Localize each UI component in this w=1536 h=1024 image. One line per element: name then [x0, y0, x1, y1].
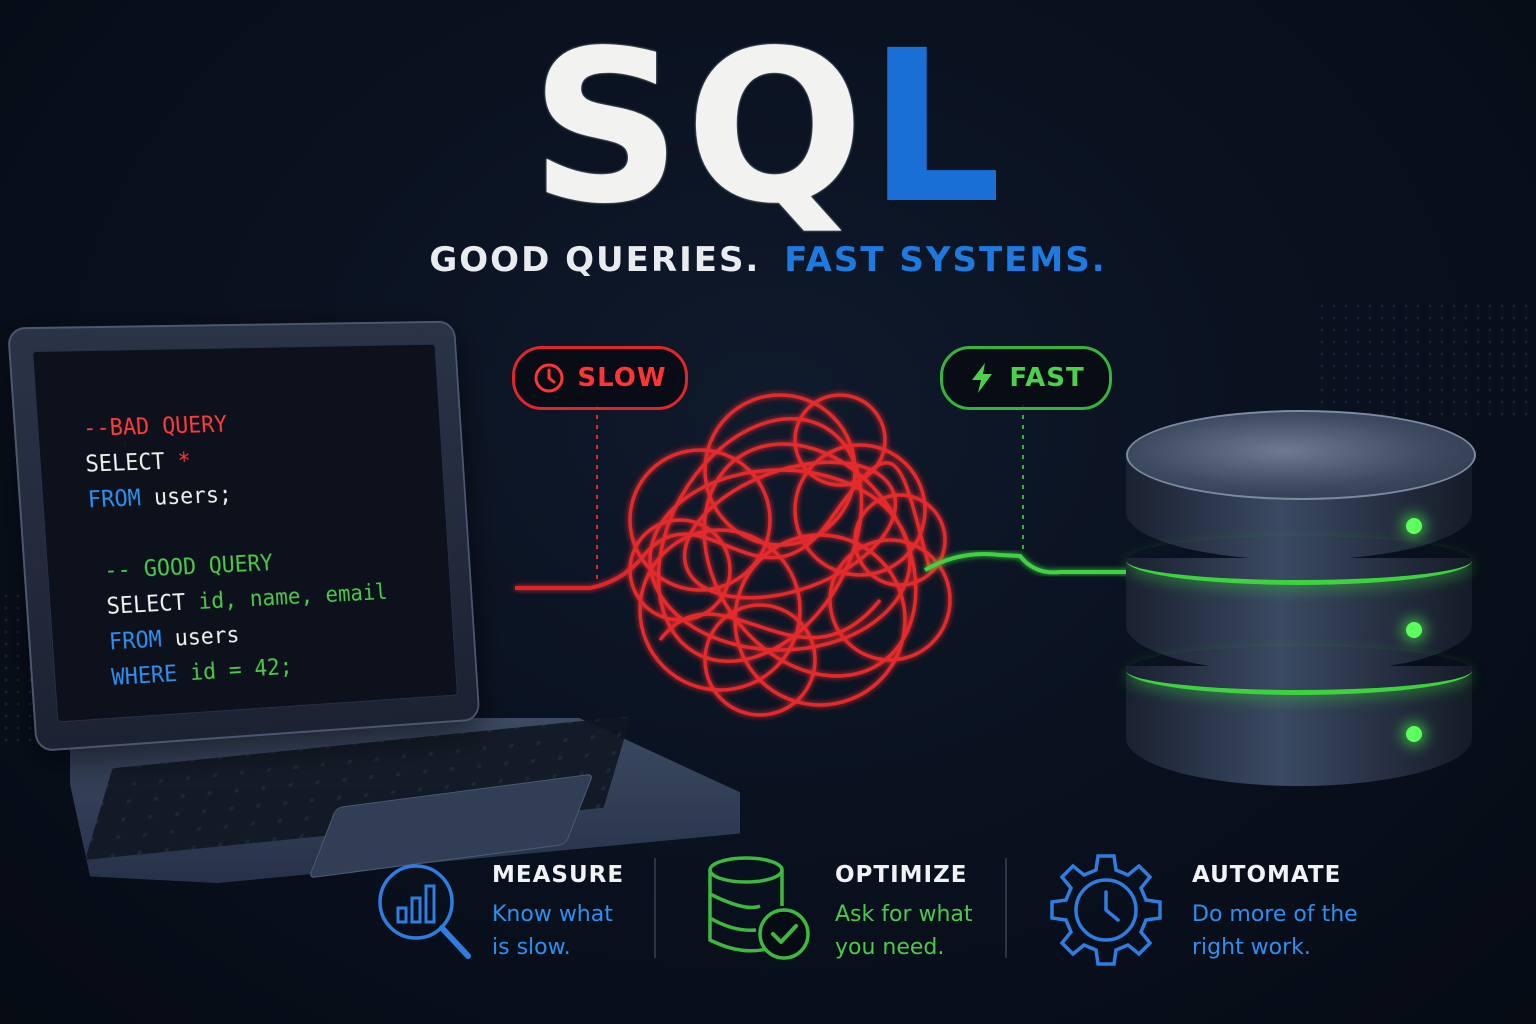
slow-badge: SLOW — [512, 346, 688, 410]
code-token: * — [176, 448, 192, 475]
tagline-fast-systems: FAST SYSTEMS. — [784, 240, 1107, 280]
title-l: L — [867, 5, 1006, 250]
status-led — [1406, 622, 1422, 638]
fast-connection-line — [924, 552, 1130, 575]
code-token — [89, 523, 104, 549]
divider — [1005, 858, 1007, 958]
code-token: users — [173, 622, 241, 652]
background-dots-right — [1316, 300, 1536, 420]
code-token: -- GOOD QUERY — [103, 550, 274, 585]
laptop-screen: --BAD QUERY SELECT * FROM users; -- GOOD Q… — [6, 320, 481, 752]
code-editor: --BAD QUERY SELECT * FROM users; -- GOOD Q… — [32, 343, 458, 723]
slow-connection-line — [515, 558, 642, 590]
feature-title: MEASURE — [492, 862, 625, 888]
code-token: WHERE — [110, 660, 191, 691]
code-token: SELECT — [84, 448, 179, 478]
sql-code-block: --BAD QUERY SELECT * FROM users; -- GOOD Q… — [82, 403, 393, 696]
page-title: SQL — [0, 23, 1536, 233]
code-token: id, name, email — [197, 579, 389, 615]
status-led — [1406, 726, 1422, 742]
magnify-chart-icon — [378, 864, 471, 959]
feature-automate: AUTOMATE Do more of the right work. — [1046, 852, 1386, 972]
tagline-good-queries: GOOD QUERIES. — [429, 240, 761, 280]
clock-icon — [534, 363, 564, 393]
title-sq: SQ — [530, 5, 868, 250]
feature-description: Know what is slow. — [492, 898, 692, 964]
fast-label: FAST — [1009, 363, 1085, 393]
feature-desc-line: right work. — [1192, 935, 1311, 960]
db-lid — [1126, 410, 1476, 500]
code-token: --BAD QUERY — [82, 412, 228, 442]
db-glow-ring — [1126, 646, 1472, 695]
feature-description: Do more of the right work. — [1192, 898, 1392, 964]
feature-title: AUTOMATE — [1192, 862, 1342, 888]
gear-clock-icon — [1050, 854, 1162, 966]
database-server-icon — [1126, 410, 1476, 800]
feature-desc-line: you need. — [835, 935, 945, 960]
lightning-icon — [972, 363, 993, 393]
fast-badge: FAST — [940, 346, 1112, 410]
code-token: id = 42; — [189, 654, 294, 686]
feature-optimize: OPTIMIZE Ask for what you need. — [704, 852, 994, 972]
status-led — [1406, 518, 1422, 534]
code-token: FROM — [108, 626, 176, 656]
feature-desc-line: is slow. — [492, 935, 571, 960]
database-check-icon — [708, 856, 810, 960]
feature-desc-line: Know what — [492, 902, 613, 927]
tangle-graphic — [628, 393, 952, 717]
code-token: FROM — [87, 485, 155, 514]
feature-desc-line: Do more of the — [1192, 902, 1358, 927]
code-token: SELECT — [105, 589, 200, 620]
feature-measure: MEASURE Know what is slow. — [374, 852, 644, 972]
code-token: users; — [153, 482, 233, 511]
tagline: GOOD QUERIES. FAST SYSTEMS. — [0, 240, 1536, 280]
feature-desc-line: Ask for what — [835, 902, 973, 927]
slow-label: SLOW — [577, 363, 667, 393]
feature-title: OPTIMIZE — [835, 862, 968, 888]
db-glow-ring — [1126, 536, 1472, 585]
feature-description: Ask for what you need. — [835, 898, 1035, 964]
divider — [654, 858, 656, 958]
